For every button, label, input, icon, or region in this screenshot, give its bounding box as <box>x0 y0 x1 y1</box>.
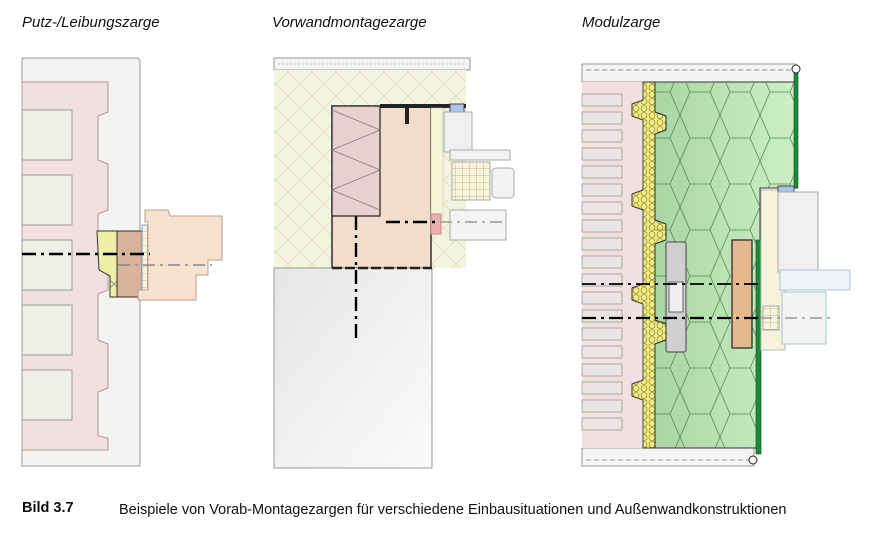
panel-title-modulzarge: Modulzarge <box>582 14 661 31</box>
caption-number: Bild 3.7 <box>22 500 74 516</box>
caption-text: Beispiele von Vorab-Montagezargen für ve… <box>119 502 787 518</box>
panel-title-putz-leibungszarge: Putz-/Leibungszarge <box>22 14 160 31</box>
diagram-putz-leibungszarge <box>21 57 223 467</box>
panel-title-vorwandmontagezarge: Vorwandmontagezarge <box>272 14 427 31</box>
diagram-vorwandmontagezarge <box>273 57 515 469</box>
diagram-modulzarge <box>581 63 851 467</box>
